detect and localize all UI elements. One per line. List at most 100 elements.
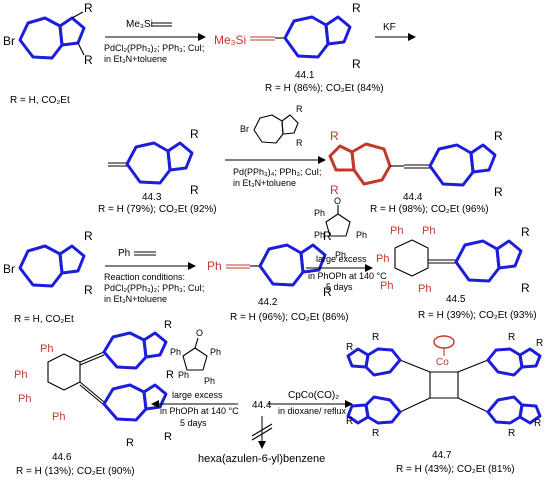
start-44-4: 44.4 — [252, 400, 272, 411]
compound-id-44-1: 44.1 — [295, 70, 315, 81]
compound-44-5: Ph Ph Ph Ph Ph R R — [376, 225, 530, 295]
compound-44-4: R R R R — [328, 129, 503, 199]
reagent-kf: KF — [383, 22, 396, 33]
svg-text:R: R — [296, 104, 303, 114]
conditions-3b: PdCl₂(PPh₃)₂; PPh₃; CuI; — [104, 283, 204, 293]
svg-text:R: R — [534, 418, 541, 429]
conditions-1b: in Et₃N+toluene — [104, 54, 167, 64]
yield-44-3: R = H (79%); CO₂Et (92%) — [98, 204, 217, 215]
compound-id-44-3: 44.3 — [142, 192, 162, 203]
compound-id-44-5: 44.5 — [446, 294, 466, 305]
r-label: R — [352, 1, 361, 15]
start-r-label: R = H, CO₂Et — [10, 95, 70, 106]
yield-44-1: R = H (86%); CO₂Et (84%) — [265, 83, 384, 94]
svg-text:O: O — [196, 328, 203, 338]
svg-text:R: R — [494, 185, 503, 199]
conditions-3a: Reaction conditions: — [104, 272, 185, 282]
svg-text:R: R — [323, 229, 332, 243]
compound-44-3: R R — [108, 127, 199, 197]
svg-text:Ph: Ph — [390, 225, 403, 237]
tms-label: Me₃Si — [214, 33, 246, 47]
svg-text:R: R — [346, 342, 353, 353]
yield-44-2: R = H (96%); CO₂Et (86%) — [230, 312, 349, 323]
svg-text:O: O — [334, 196, 341, 206]
svg-text:R: R — [323, 285, 332, 299]
compound-44-2: Ph R R — [207, 229, 332, 299]
svg-text:R: R — [508, 428, 515, 439]
svg-text:R: R — [372, 332, 379, 343]
svg-text:R: R — [521, 225, 530, 239]
cpd-cond-a: large excess — [316, 254, 367, 264]
svg-text:Ph: Ph — [204, 376, 215, 386]
start-r-label-2: R = H, CO₂Et — [14, 314, 74, 325]
svg-text:R: R — [84, 283, 93, 297]
tetraphenylcyclopentadienone-2: Ph Ph Ph Ph O — [170, 328, 221, 386]
compound-44-1: Me₃Si R R — [214, 1, 361, 71]
svg-text:R: R — [84, 229, 93, 243]
failed-product: hexa(azulen-6-yl)benzene — [198, 453, 325, 465]
svg-text:R: R — [521, 281, 530, 295]
failed-mark — [251, 423, 273, 437]
svg-text:Ph: Ph — [380, 280, 393, 292]
svg-text:R: R — [330, 129, 339, 143]
r-label: R — [190, 127, 199, 141]
svg-text:Ph: Ph — [210, 347, 221, 357]
compound-id-44-4: 44.4 — [403, 192, 423, 203]
svg-text:Ph: Ph — [356, 230, 367, 240]
yield-44-7: R = H (43%); CO₂Et (81%) — [396, 464, 515, 475]
co-conditions: in dioxane/ reflux — [278, 406, 347, 416]
yield-44-6: R = H (13%); CO₂Et (90%) — [16, 466, 135, 477]
svg-text:R: R — [330, 183, 339, 197]
svg-text:R: R — [126, 437, 134, 449]
azulene-bromo-start-1: Br R R — [3, 1, 93, 67]
svg-text:Ph: Ph — [422, 225, 435, 237]
conditions-2a: Pd(PPh₃)₄; PPh₃; CuI; — [233, 167, 322, 177]
svg-text:Br: Br — [240, 124, 249, 134]
svg-text:Ph: Ph — [178, 370, 189, 380]
compound-44-6: Ph Ph Ph Ph R R R R — [14, 319, 174, 449]
reagent-tms-acetylene: Me₃Si — [126, 19, 153, 30]
yield-44-4: R = H (98%); CO₂Et (96%) — [370, 204, 489, 215]
svg-text:R: R — [346, 416, 353, 427]
bromo-azulene-reagent: Br R R — [240, 104, 303, 148]
cpd-cond-2b: in PhOPh at 140 °C — [160, 406, 239, 416]
svg-text:Ph: Ph — [18, 393, 31, 405]
r-label: R — [352, 57, 361, 71]
reagent-phenylacetylene: Ph — [118, 248, 130, 259]
svg-text:R: R — [372, 428, 379, 439]
svg-text:R: R — [166, 369, 174, 381]
conditions-3c: in Et₃N+toluene — [104, 294, 167, 304]
svg-text:R: R — [508, 332, 515, 343]
svg-text:Ph: Ph — [170, 347, 181, 357]
cpd-cond-c: 5 days — [326, 282, 353, 292]
conditions-2b: in Et₃N+toluene — [233, 178, 296, 188]
svg-text:R: R — [494, 129, 503, 143]
svg-text:Ph: Ph — [207, 259, 222, 273]
svg-text:Ph: Ph — [14, 369, 27, 381]
svg-text:Ph: Ph — [314, 208, 325, 218]
r-label: R — [190, 183, 199, 197]
tetraphenylcyclopentadienone-1: Ph Ph Ph Ph O — [314, 196, 367, 260]
reagent-cpco: CpCo(CO)₂ — [288, 390, 339, 401]
compound-id-44-7: 44.7 — [432, 450, 452, 461]
conditions-1a: PdCl₂(PPh₃)₂; PPh₃; CuI; — [104, 43, 204, 53]
r-label: R — [84, 1, 93, 15]
r-label: R — [84, 53, 93, 67]
svg-text:Br: Br — [3, 262, 15, 276]
cpd-cond-2a: large excess — [172, 390, 223, 400]
svg-text:R: R — [296, 138, 303, 148]
svg-text:Ph: Ph — [376, 253, 389, 265]
svg-text:Co: Co — [436, 357, 449, 368]
compound-44-7: Co R R R R R R R R — [346, 332, 543, 439]
svg-text:Ph: Ph — [335, 250, 346, 260]
compound-id-44-6: 44.6 — [52, 452, 72, 463]
svg-text:Ph: Ph — [314, 230, 325, 240]
svg-text:Ph: Ph — [418, 283, 431, 295]
svg-text:Ph: Ph — [52, 411, 65, 423]
svg-text:R: R — [164, 431, 172, 443]
svg-text:Ph: Ph — [40, 343, 53, 355]
yield-44-5: R = H (39%); CO₂Et (93%) — [418, 310, 537, 321]
compound-id-44-2: 44.2 — [258, 297, 278, 308]
azulene-bromo-start-2: Br R R — [3, 229, 93, 297]
